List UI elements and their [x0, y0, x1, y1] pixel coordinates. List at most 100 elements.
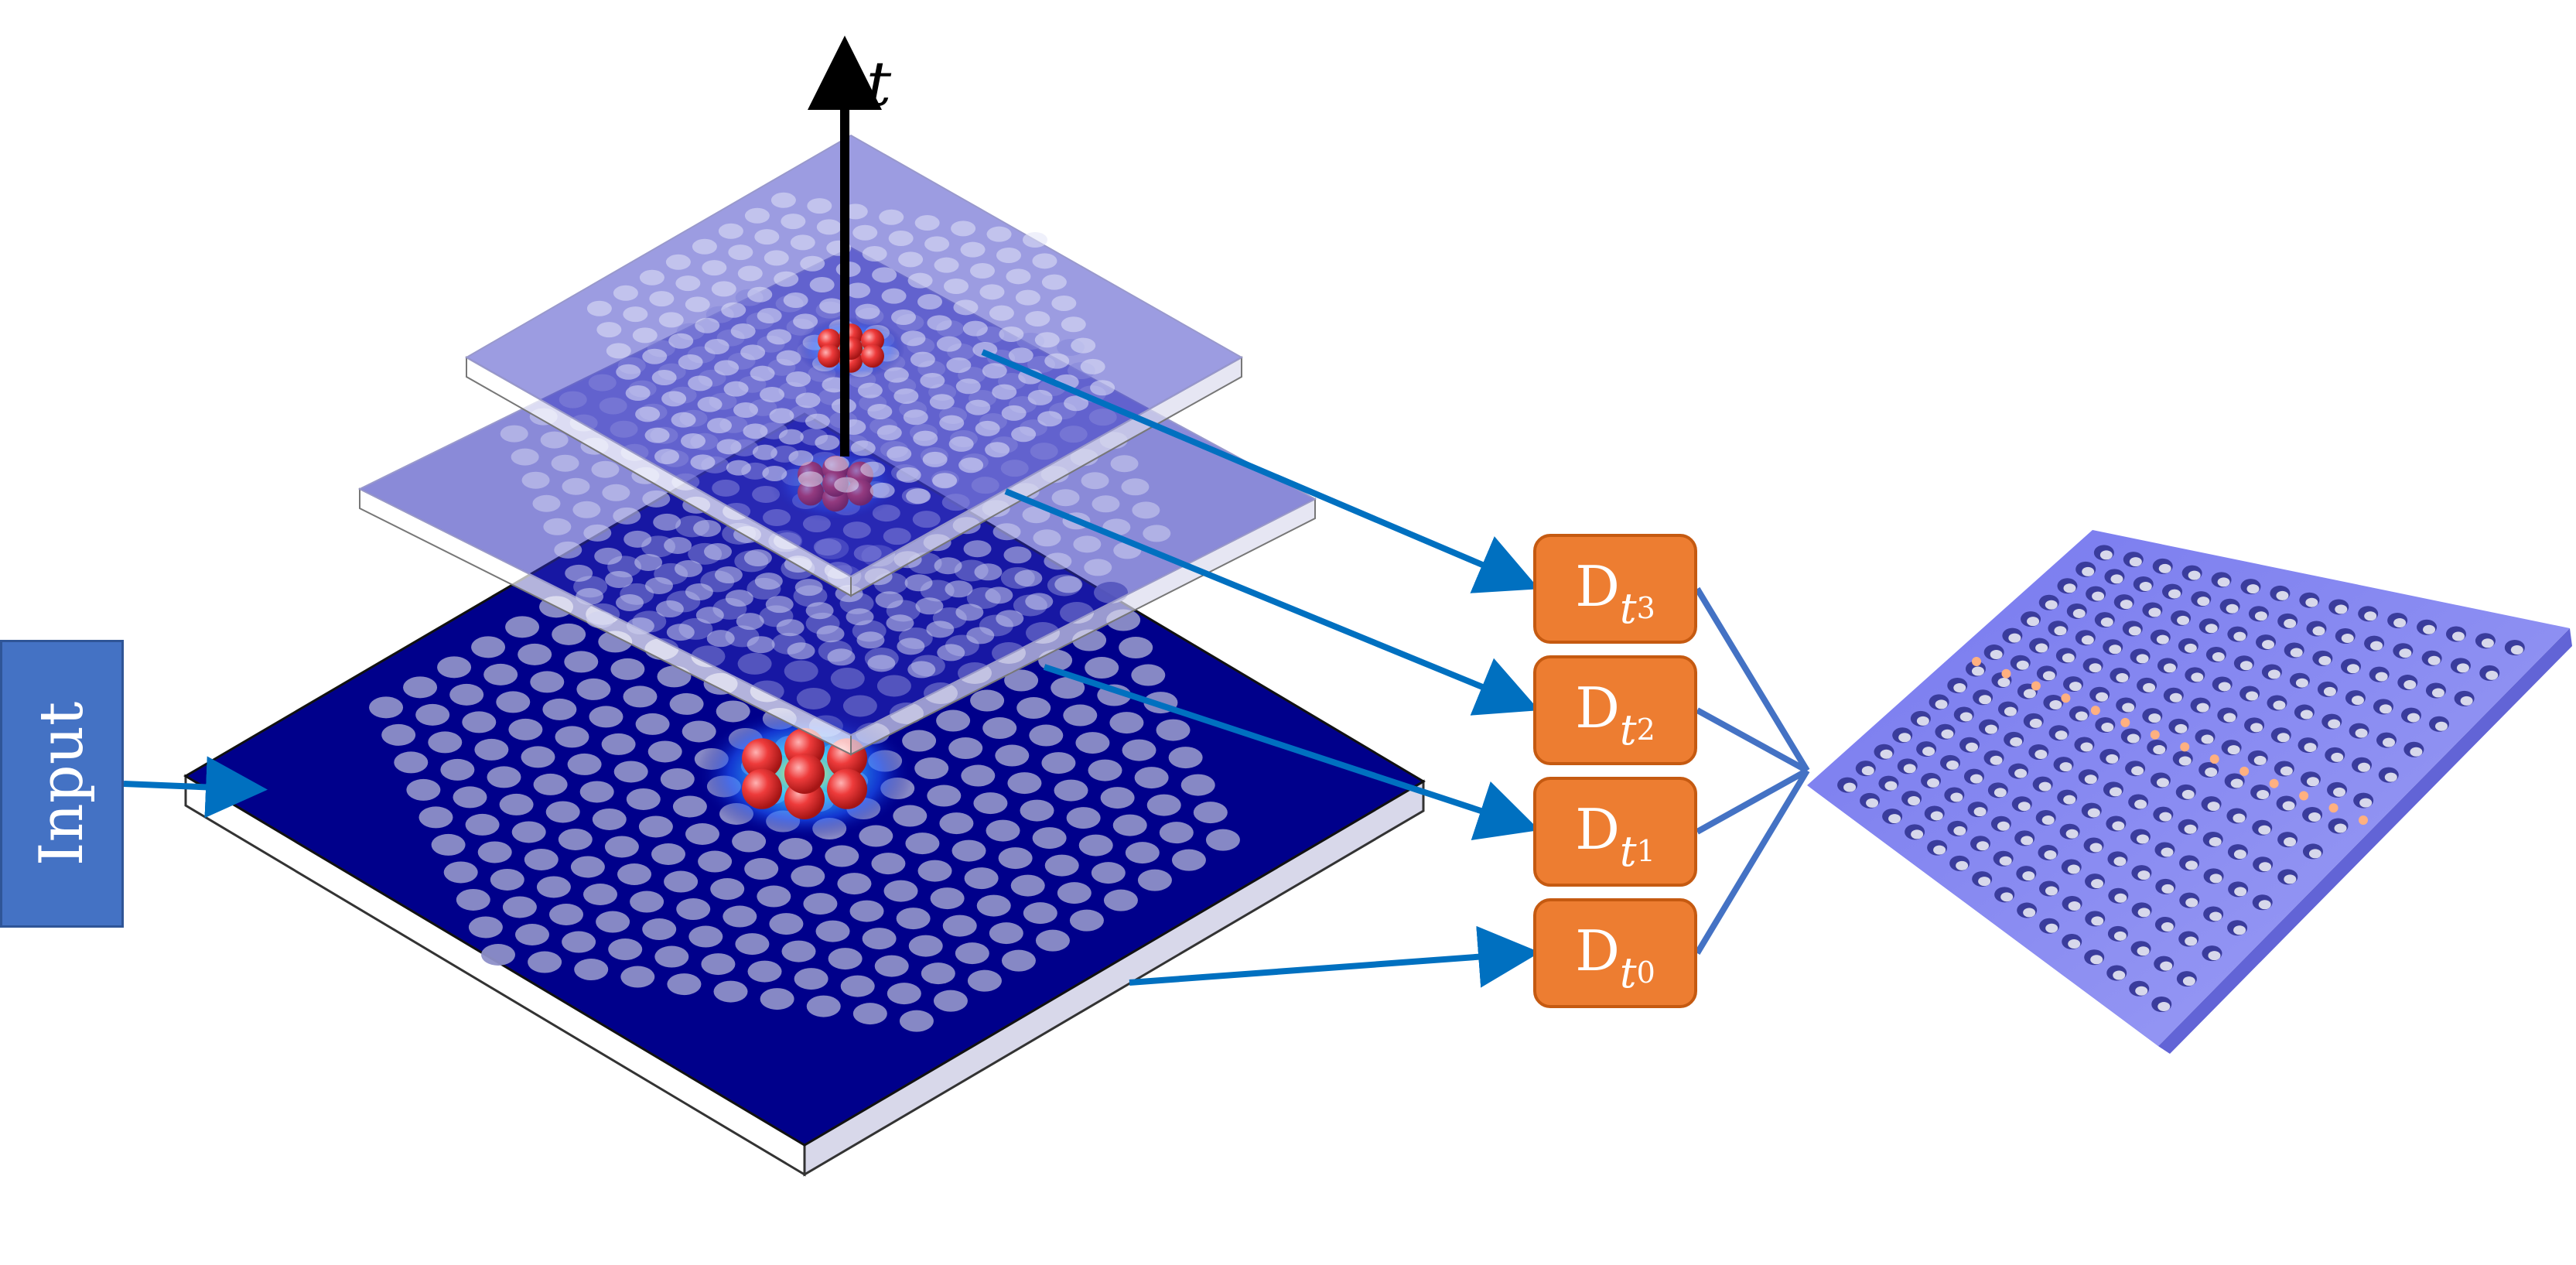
air-hole: [807, 198, 832, 214]
crystal-hole-highlight: [2185, 860, 2198, 870]
air-hole: [933, 990, 968, 1012]
air-hole: [676, 898, 711, 921]
particle: [784, 754, 825, 794]
air-hole: [431, 833, 466, 856]
crystal-hole-highlight: [2184, 643, 2197, 653]
air-hole: [886, 614, 914, 632]
crystal-hole-highlight: [2109, 644, 2122, 655]
detector-subscript: t: [1619, 706, 1637, 754]
crystal-hole-highlight: [2160, 961, 2173, 971]
air-hole: [778, 838, 813, 860]
air-hole: [998, 847, 1033, 870]
crystal-hole-highlight: [2184, 824, 2197, 834]
crystal-hole-highlight: [2218, 682, 2231, 692]
air-hole: [774, 271, 799, 287]
air-hole: [437, 656, 472, 679]
air-hole: [744, 858, 779, 880]
crystal-hole-highlight: [2045, 600, 2058, 610]
air-hole: [862, 928, 897, 950]
crystal-hole-highlight: [2016, 660, 2029, 670]
air-hole: [896, 908, 931, 930]
air-hole: [975, 420, 1000, 436]
crystal-hole-highlight: [1922, 747, 1935, 757]
air-hole: [1134, 767, 1169, 789]
air-hole: [536, 876, 571, 898]
air-hole: [718, 223, 743, 239]
air-hole: [671, 412, 696, 428]
crystal-hole-highlight: [1956, 860, 1969, 870]
air-hole: [528, 951, 562, 973]
air-hole: [579, 781, 614, 803]
air-hole: [970, 689, 1005, 712]
air-hole: [908, 935, 943, 957]
air-hole: [625, 385, 651, 402]
air-hole: [1122, 739, 1156, 761]
air-hole: [985, 442, 1010, 458]
air-hole: [583, 524, 612, 542]
air-hole: [1001, 949, 1036, 972]
air-hole: [914, 215, 940, 231]
air-hole: [456, 888, 490, 911]
air-hole: [765, 596, 794, 614]
crystal-hole-highlight: [2217, 577, 2230, 587]
crystal-hole-highlight: [1933, 845, 1946, 855]
air-hole: [757, 308, 782, 324]
air-hole: [695, 317, 720, 333]
air-hole: [743, 549, 772, 567]
air-hole: [790, 234, 815, 251]
air-hole: [1137, 869, 1172, 891]
particle: [742, 738, 782, 779]
crystal-hole-highlight: [2284, 618, 2297, 628]
air-hole: [757, 885, 791, 908]
crystal-hole-highlight: [2129, 557, 2142, 567]
air-hole: [685, 296, 710, 313]
air-hole: [1014, 569, 1043, 587]
air-hole: [1023, 902, 1057, 925]
defect-dot: [2031, 681, 2041, 691]
detector-index: 1: [1636, 834, 1655, 868]
air-hole: [589, 706, 624, 728]
crystal-hole-highlight: [2434, 721, 2448, 731]
air-hole: [915, 597, 944, 615]
air-hole: [669, 692, 704, 715]
crystal-hole-highlight: [2041, 815, 2055, 825]
air-hole: [623, 306, 648, 323]
air-hole: [862, 246, 887, 262]
air-hole: [565, 564, 593, 582]
air-hole: [586, 300, 612, 316]
air-hole: [910, 351, 935, 368]
air-hole: [704, 543, 732, 560]
air-hole: [769, 913, 804, 935]
defect-dot: [1972, 657, 1981, 666]
air-hole: [716, 700, 750, 723]
air-hole: [1044, 353, 1070, 369]
crystal-hole-highlight: [2370, 641, 2383, 651]
air-hole: [655, 600, 684, 618]
air-hole: [1001, 405, 1027, 421]
air-hole: [707, 418, 732, 433]
air-hole: [948, 737, 983, 760]
air-hole: [852, 224, 878, 241]
air-hole: [837, 873, 872, 895]
crystal-hole-highlight: [2017, 802, 2031, 812]
air-hole: [986, 819, 1020, 842]
crystal-hole-highlight: [2305, 597, 2318, 607]
air-hole: [899, 1010, 934, 1032]
air-hole: [1109, 712, 1144, 734]
air-hole: [816, 219, 842, 235]
crystal-hole-highlight: [1971, 666, 1984, 676]
crystal-hole-highlight: [2181, 789, 2195, 799]
air-hole: [936, 709, 971, 732]
air-hole: [963, 540, 992, 558]
crystal-hole-highlight: [2139, 581, 2152, 591]
crystal-hole-highlight: [2246, 584, 2260, 594]
detector-d-t0: Dt0: [1533, 898, 1697, 1008]
air-hole: [974, 563, 1003, 581]
detector-letter: D: [1575, 918, 1620, 983]
air-hole: [1132, 501, 1160, 519]
air-hole: [979, 284, 1005, 300]
air-hole: [654, 449, 679, 464]
crystal-hole-highlight: [1978, 877, 1991, 887]
input-label: Input: [27, 701, 97, 867]
air-hole: [658, 312, 684, 328]
